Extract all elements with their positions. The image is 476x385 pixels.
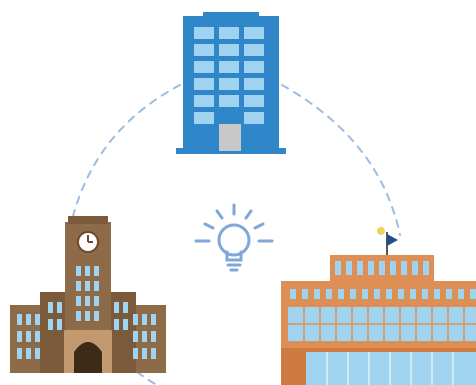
- office-window: [194, 95, 214, 107]
- office-window: [219, 95, 239, 107]
- university-window: [123, 319, 128, 330]
- school-window: [338, 289, 344, 299]
- school-window: [410, 289, 416, 299]
- office-window: [219, 27, 239, 39]
- connector-office-university: [71, 84, 181, 221]
- school-window: [412, 261, 418, 275]
- office-window: [244, 78, 264, 90]
- lightbulb-idea-icon: [194, 203, 274, 272]
- school-window: [290, 289, 296, 299]
- university-window: [151, 331, 156, 342]
- flag-icon: [387, 234, 398, 246]
- university-window: [114, 302, 119, 313]
- school-window: [357, 261, 363, 275]
- school-window: [470, 289, 476, 299]
- university-door: [74, 342, 102, 373]
- university-window: [94, 266, 99, 276]
- university-window: [151, 348, 156, 359]
- university-window: [48, 302, 53, 313]
- school-window: [401, 261, 407, 275]
- office-window: [219, 44, 239, 56]
- university-window: [142, 348, 147, 359]
- university-window: [142, 314, 147, 325]
- university-window: [151, 314, 156, 325]
- office-window: [219, 78, 239, 90]
- office-door: [219, 124, 241, 151]
- school-window: [368, 261, 374, 275]
- university-window: [57, 319, 62, 330]
- university-window: [76, 281, 81, 291]
- connector-office-school: [281, 84, 401, 236]
- flag-pole-ball: [377, 227, 385, 235]
- school-building-icon: [281, 227, 476, 385]
- office-window: [244, 44, 264, 56]
- school-window: [422, 289, 428, 299]
- office-window: [244, 27, 264, 39]
- university-window: [142, 331, 147, 342]
- university-window: [133, 348, 138, 359]
- school-window: [386, 289, 392, 299]
- university-window: [94, 311, 99, 321]
- university-window: [85, 296, 90, 306]
- university-window: [76, 266, 81, 276]
- university-window: [114, 319, 119, 330]
- connectors: [71, 84, 401, 385]
- university-window: [133, 314, 138, 325]
- school-window: [374, 289, 380, 299]
- university-window: [35, 314, 40, 325]
- office-window: [194, 112, 214, 124]
- university-window: [123, 302, 128, 313]
- school-window: [326, 289, 332, 299]
- university-window: [26, 314, 31, 325]
- university-window: [94, 296, 99, 306]
- university-window: [94, 281, 99, 291]
- university-window: [48, 319, 53, 330]
- school-window: [458, 289, 464, 299]
- school-window: [302, 289, 308, 299]
- school-window: [350, 289, 356, 299]
- university-window: [76, 311, 81, 321]
- office-window: [219, 61, 239, 73]
- school-window: [434, 289, 440, 299]
- university-window: [85, 266, 90, 276]
- office-window: [244, 95, 264, 107]
- university-window: [35, 331, 40, 342]
- university-window: [85, 281, 90, 291]
- school-window: [446, 289, 452, 299]
- school-window: [314, 289, 320, 299]
- school-window: [390, 261, 396, 275]
- school-window: [346, 261, 352, 275]
- university-window: [17, 331, 22, 342]
- office-window: [244, 61, 264, 73]
- school-window: [423, 261, 429, 275]
- connector-university-school: [136, 371, 159, 385]
- university-window: [17, 348, 22, 359]
- university-window: [35, 348, 40, 359]
- university-window: [17, 314, 22, 325]
- university-window: [76, 296, 81, 306]
- office-window: [194, 44, 214, 56]
- office-window: [194, 78, 214, 90]
- university-window: [26, 331, 31, 342]
- office-window: [194, 27, 214, 39]
- university-window: [133, 331, 138, 342]
- school-window: [362, 289, 368, 299]
- university-window: [26, 348, 31, 359]
- school-window: [379, 261, 385, 275]
- university-window: [57, 302, 62, 313]
- school-window: [398, 289, 404, 299]
- university-window: [85, 311, 90, 321]
- university-clock-tower-icon: [10, 216, 166, 373]
- office-window: [244, 112, 264, 124]
- office-window: [194, 61, 214, 73]
- office-tower-icon: [176, 12, 286, 154]
- school-window: [335, 261, 341, 275]
